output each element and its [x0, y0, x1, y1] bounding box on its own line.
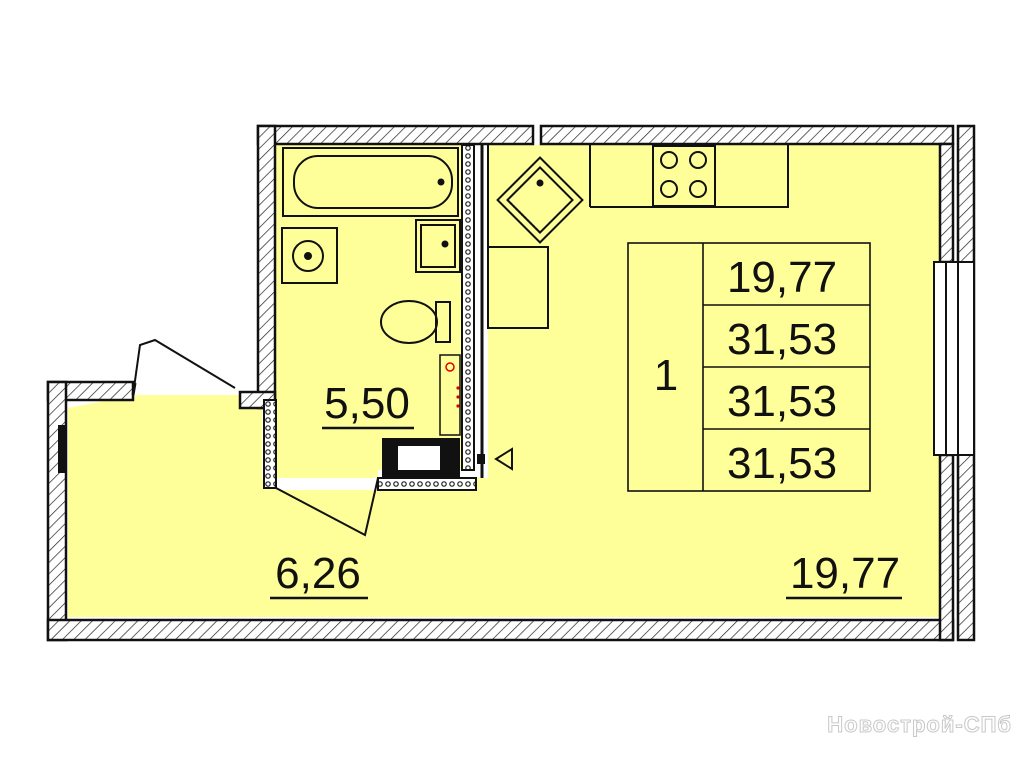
doors	[131, 338, 379, 537]
table-total-area: 31,53	[727, 315, 837, 364]
stove-icon	[652, 145, 716, 207]
bathroom-partitions	[263, 144, 477, 491]
sink-icon	[415, 219, 461, 273]
washing-machine-icon	[281, 227, 338, 284]
table-area-3: 31,53	[727, 439, 837, 488]
bathroom-area-label: 5,50	[324, 379, 410, 428]
radiator-icon	[382, 438, 460, 478]
toilet-icon	[380, 300, 451, 344]
bathtub-icon	[282, 147, 459, 217]
table-living-area: 19,77	[727, 253, 837, 302]
watermark: Новострой-СПб	[827, 712, 1012, 737]
kitchen-sink-icon	[496, 156, 584, 244]
riser-icon	[439, 354, 461, 436]
facade-mark	[58, 425, 66, 473]
hall-area-label: 6,26	[275, 549, 361, 598]
table-area-2: 31,53	[727, 377, 837, 426]
rooms-count: 1	[654, 351, 678, 400]
entrance-arrow-icon	[477, 447, 513, 471]
area-table	[627, 242, 871, 492]
window	[933, 261, 975, 456]
living-area-label: 19,77	[790, 549, 900, 598]
